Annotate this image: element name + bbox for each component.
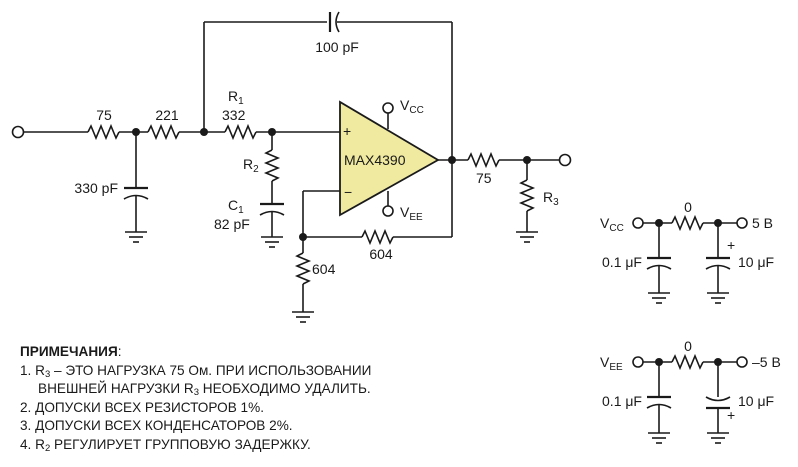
resistor-r-out [467,151,500,169]
vee-input-terminal [632,356,644,368]
vcc-output-label: 5 В [752,215,773,231]
ground-symbol [647,292,671,304]
vcc-input-terminal [632,217,644,229]
supply-vee-block: VEE 0 –5 В 0.1 μF + 10 μF [600,338,781,444]
ground-symbol [647,432,671,444]
vcc-cap-right-label: 10 μF [738,254,774,270]
label-r-fb: 604 [369,246,393,262]
resistor-221 [147,123,180,141]
note-2: 2. ДОПУСКИ ВСЕХ РЕЗИСТОРОВ 1%. [20,399,264,415]
vee-cap-left-label: 0.1 μF [602,393,642,409]
ground-symbol [706,292,730,304]
label-r-in: 75 [96,107,112,123]
label-r-221: 221 [155,107,179,123]
ground-symbol [515,231,539,243]
ground-symbol [291,311,315,323]
vee-cap-right-label: 10 μF [738,393,774,409]
opamp-plus: + [343,123,351,139]
vee-terminal [382,205,394,217]
label-c1-value: 82 pF [214,216,250,232]
resistor-r1 [224,123,257,141]
supply-vcc-block: VCC 0 5 В 0.1 μF + 10 μF [600,199,774,304]
label-vee: VEE [400,204,423,223]
label-r2: R2 [243,156,259,175]
vcc-cap-left-label: 0.1 μF [602,254,642,270]
vee-block-label: VEE [600,354,623,373]
note-1: 1. R3 – ЭТО НАГРУЗКА 75 Ом. ПРИ ИСПОЛЬЗО… [20,362,372,380]
resistor-vee-0 [671,353,704,371]
vcc-terminal [382,102,394,114]
notes-block: ПРИМЕЧАНИЯ: 1. R3 – ЭТО НАГРУЗКА 75 Ом. … [20,343,371,455]
main-circuit: 75 221 330 pF 100 pF R1 332 R2 C1 82 pF … [11,11,572,323]
label-r1: R1 [228,88,244,107]
label-r3: R3 [543,189,559,208]
resistor-vcc-0 [671,214,704,232]
output-terminal [558,153,572,167]
label-r-out: 75 [476,170,492,186]
ground-symbol [260,236,284,248]
label-r1-value: 332 [222,107,246,123]
notes-title: ПРИМЕЧАНИЯ: [20,344,122,359]
label-vcc: VCC [400,97,424,116]
capacitor-vee-10 [705,396,731,402]
ground-symbol [706,432,730,444]
label-r-gnd: 604 [312,261,336,277]
opamp-name: MAX4390 [344,152,406,168]
note-4: 4. R2 РЕГУЛИРУЕТ ГРУППОВУЮ ЗАДЕРЖКУ. [20,436,311,454]
label-c1: C1 [228,197,244,216]
resistor-r2 [263,149,281,182]
note-3: 3. ДОПУСКИ ВСЕХ КОНДЕНСАТОРОВ 2%. [20,418,293,434]
junction-node [448,156,456,164]
ground-symbol [124,231,148,243]
opamp-triangle [339,100,440,217]
label-c-fb: 100 pF [315,39,359,55]
vcc-block-label: VCC [600,215,624,234]
resistor-r-in [87,123,120,141]
opamp-minus: − [344,184,352,200]
input-terminal [11,125,25,139]
vee-output-terminal [736,356,748,368]
resistor-r3 [518,179,536,212]
vcc-output-terminal [736,217,748,229]
vee-polarity: + [727,407,735,423]
resistor-r-gnd [294,252,312,285]
vcc-resistor-label: 0 [684,199,692,215]
vee-output-label: –5 В [752,354,781,370]
vee-resistor-label: 0 [684,338,692,354]
vcc-polarity: + [727,237,735,253]
resistor-r-fb [361,228,394,246]
note-1-continued: ВНЕШНЕЙ НАГРУЗКИ R3 НЕОБХОДИМО УДАЛИТЬ. [38,381,371,399]
label-c-in: 330 pF [74,180,118,196]
